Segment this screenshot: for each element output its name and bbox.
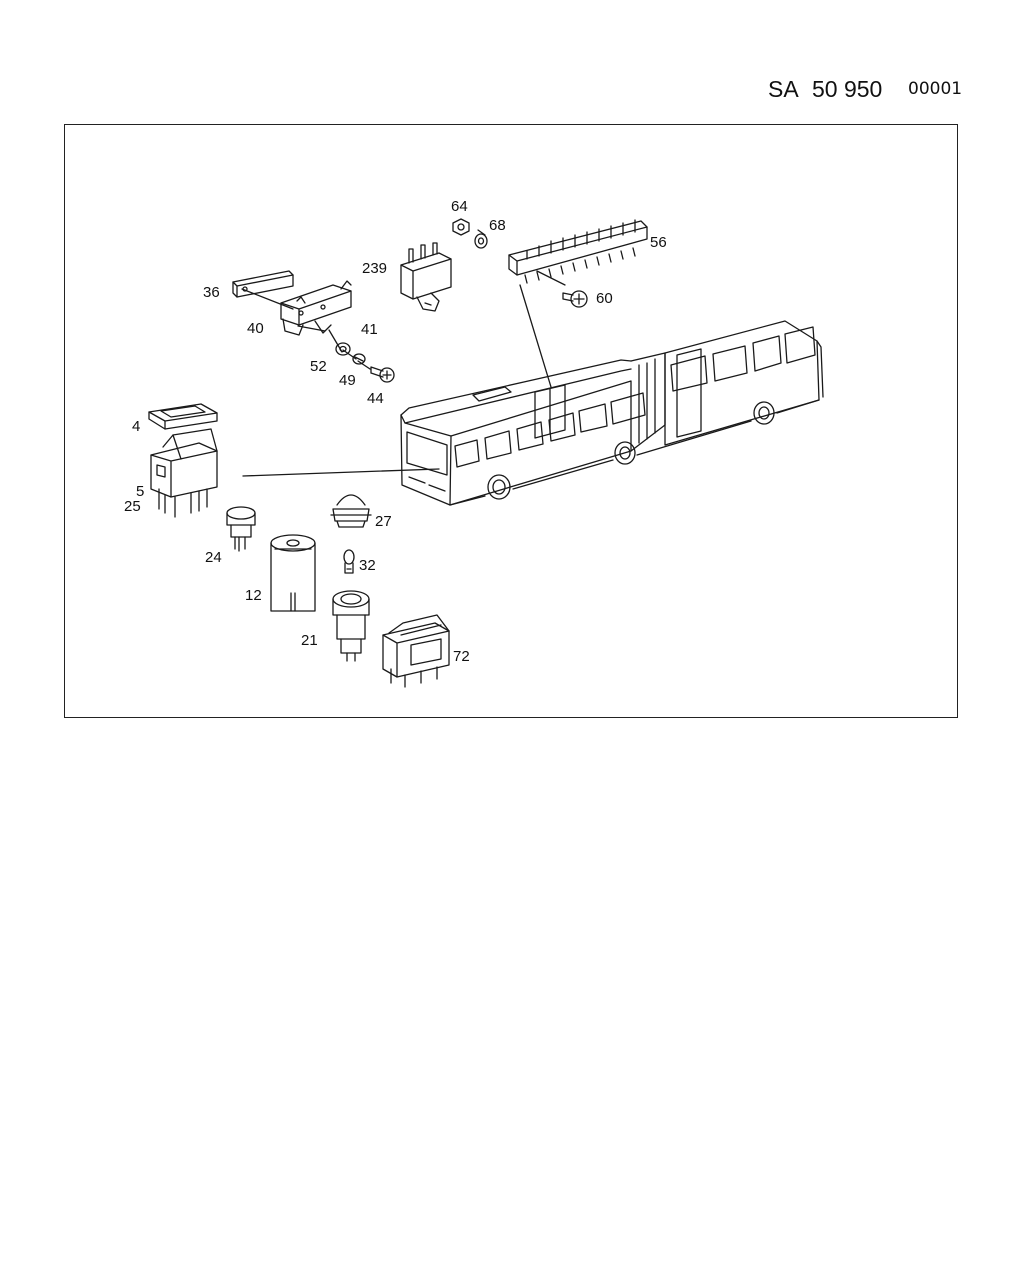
part-21-indicator <box>332 590 370 662</box>
part-68-washer <box>474 233 488 249</box>
part-24-lamp <box>226 506 256 552</box>
callout-41: 41 <box>361 321 378 338</box>
part-12-holder <box>270 534 316 612</box>
leader-lines <box>241 229 566 477</box>
sheet-code: 00001 <box>908 79 963 99</box>
part-52-washer <box>335 342 351 356</box>
part-49-lockwasher <box>352 353 366 365</box>
callout-27: 27 <box>375 513 392 530</box>
callout-68: 68 <box>489 217 506 234</box>
callout-44: 44 <box>367 390 384 407</box>
callout-72: 72 <box>453 648 470 665</box>
callout-52: 52 <box>310 358 327 375</box>
callout-64: 64 <box>451 198 468 215</box>
part-5-switch <box>150 428 218 518</box>
callout-4: 4 <box>132 418 141 435</box>
part-72-switch <box>382 614 450 688</box>
part-32-bulb <box>343 549 355 574</box>
callout-49: 49 <box>339 372 356 389</box>
callout-36: 36 <box>203 284 220 301</box>
callout-32: 32 <box>359 557 376 574</box>
bus-drawing <box>400 320 824 506</box>
part-239-connector <box>400 242 452 312</box>
callout-56: 56 <box>650 234 667 251</box>
callout-40: 40 <box>247 320 264 337</box>
callout-60: 60 <box>596 290 613 307</box>
callout-25: 25 <box>124 498 141 515</box>
part-4-cap <box>148 403 218 430</box>
part-27-lens-cap <box>330 494 372 528</box>
parts-illustration <box>148 218 824 688</box>
sheet-prefix: SA <box>768 76 799 102</box>
diagram-frame: 64 68 56 239 36 60 40 41 52 49 44 4 5 25… <box>64 124 958 718</box>
part-60-screw <box>562 290 588 308</box>
callout-239: 239 <box>362 260 388 277</box>
sheet-number: 50 950 <box>812 76 883 102</box>
callout-24: 24 <box>205 549 222 566</box>
callout-5: 5 <box>136 483 145 500</box>
part-56-terminal-strip <box>508 219 648 284</box>
part-44-screw <box>370 366 395 383</box>
callout-12: 12 <box>245 587 262 604</box>
part-40-microswitch <box>280 280 352 336</box>
part-64-nut <box>452 218 470 236</box>
callout-21: 21 <box>301 632 318 649</box>
part-36-plate <box>232 270 294 298</box>
